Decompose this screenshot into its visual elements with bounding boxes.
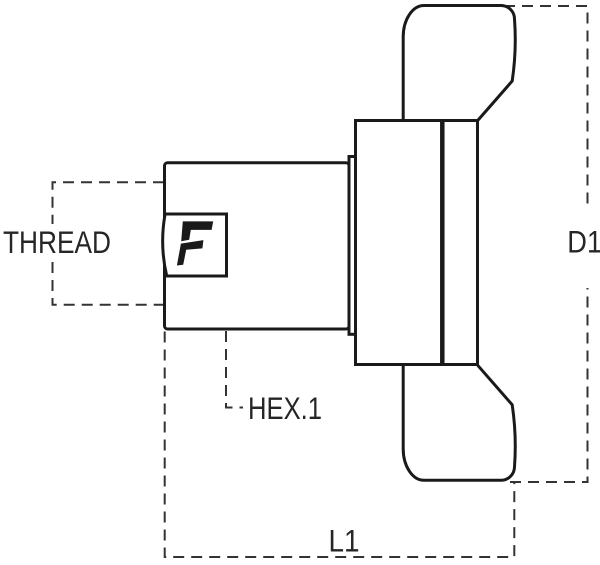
svg-text:THREAD: THREAD [3,224,111,260]
svg-text:D1: D1 [567,224,600,260]
svg-text:L1: L1 [329,523,360,559]
svg-text:HEX.1: HEX.1 [248,390,322,426]
